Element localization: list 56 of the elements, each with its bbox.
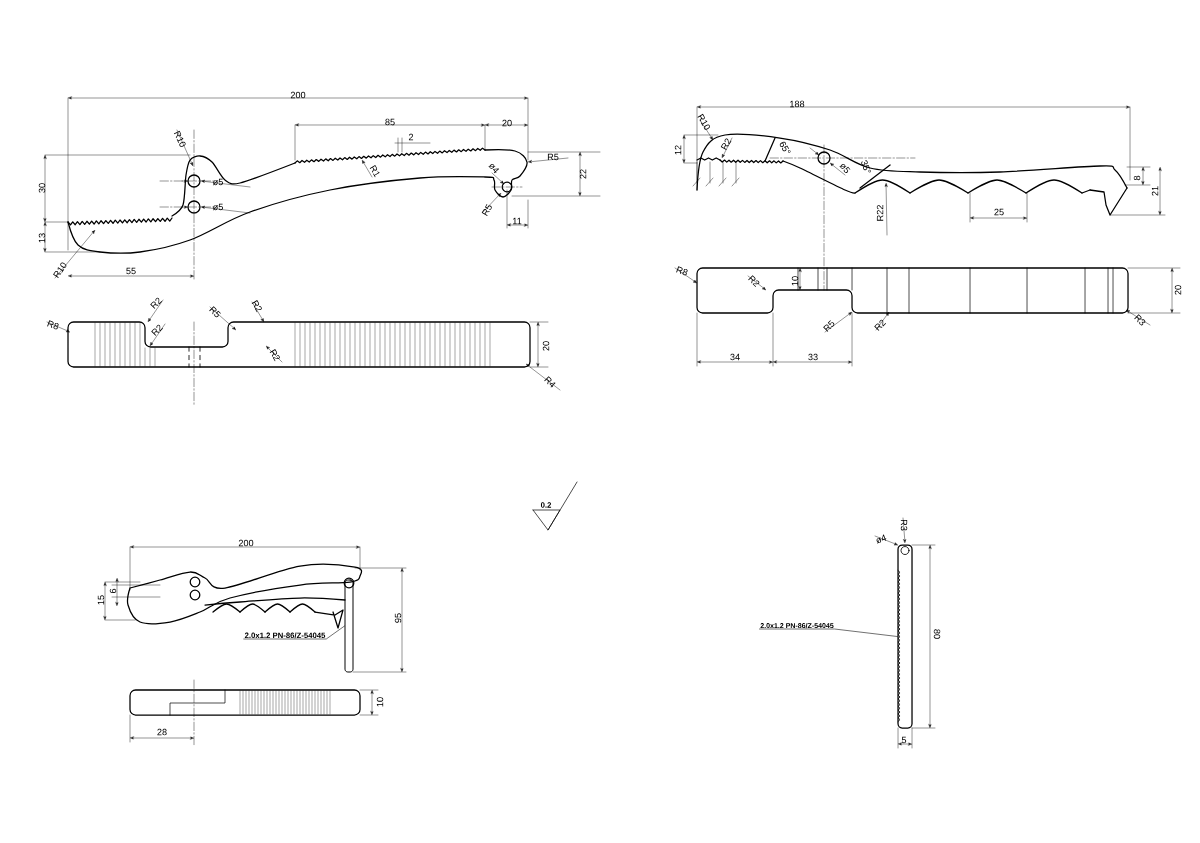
dimension-value: R22 (876, 205, 884, 221)
dimension-value: 28 (157, 728, 167, 736)
dimension-value: 20 (1174, 285, 1182, 295)
dimension-value: R5 (823, 320, 835, 332)
dimension-value: 21 (1151, 186, 1159, 196)
dimension-value: R5 (547, 153, 559, 161)
dimension-value: ø5 (212, 203, 223, 211)
dimension-value: 33 (808, 353, 818, 361)
dimension-value: 20 (502, 119, 512, 127)
dimension-value: 188 (790, 100, 805, 108)
spring-drawing (897, 544, 913, 729)
dimension-value: 10 (791, 276, 799, 286)
dimension-value: R2 (720, 138, 732, 150)
dimension-value: R4 (544, 376, 556, 388)
dimension-value: R10 (173, 130, 186, 147)
dimension-value: R5 (209, 306, 221, 318)
dimension-value: R2 (150, 297, 163, 309)
dimension-value: 34 (730, 353, 740, 361)
dimension-value: 2 (408, 133, 414, 141)
dimension-value: 200 (238, 539, 254, 547)
dimension-value: 55 (126, 267, 136, 275)
dimension-value: R8 (676, 266, 688, 276)
dimension-value: 6 (109, 588, 117, 594)
dimension-value: 25 (994, 208, 1004, 216)
spring-drawing (344, 579, 354, 673)
dimension-value: 65° (779, 141, 791, 153)
dimension-value: 10 (376, 697, 384, 707)
dimension-value: 15 (97, 595, 105, 605)
dimension-value: 13 (38, 233, 46, 243)
leader-line (243, 625, 345, 640)
dimension-value: 200 (290, 91, 306, 99)
dimension-value: 12 (674, 145, 682, 155)
dimension-value: R2 (874, 319, 887, 331)
dimension-value: ø4 (876, 534, 887, 544)
dimension-value: 95 (394, 613, 402, 623)
dimension-value: R2 (269, 349, 280, 362)
dimension-value: 85 (385, 118, 395, 126)
dimension-value: R3 (900, 519, 908, 531)
dimension-value: 80 (933, 629, 941, 639)
dimension-value: 11 (512, 217, 522, 225)
dimension-value: 22 (579, 169, 587, 179)
dimension-value: ø5 (212, 178, 223, 186)
dimension-value: R2 (251, 300, 262, 313)
dimension-value: R3 (1134, 314, 1146, 326)
dimension-value: ø5 (839, 164, 851, 173)
dimension-value: R8 (47, 320, 59, 330)
dimension-value: 8 (1133, 175, 1141, 181)
dimension-value: R2 (151, 324, 164, 336)
dimension-value: R2 (748, 275, 760, 288)
dimension-value: ø4 (488, 164, 500, 174)
dimension-value: 30 (38, 183, 46, 193)
leader-line (759, 628, 898, 637)
dimension-value: R1 (369, 165, 380, 178)
dimension-value: R5 (481, 204, 492, 216)
dimension-value: 35° (861, 160, 871, 173)
dimension-value: 20 (542, 341, 550, 351)
